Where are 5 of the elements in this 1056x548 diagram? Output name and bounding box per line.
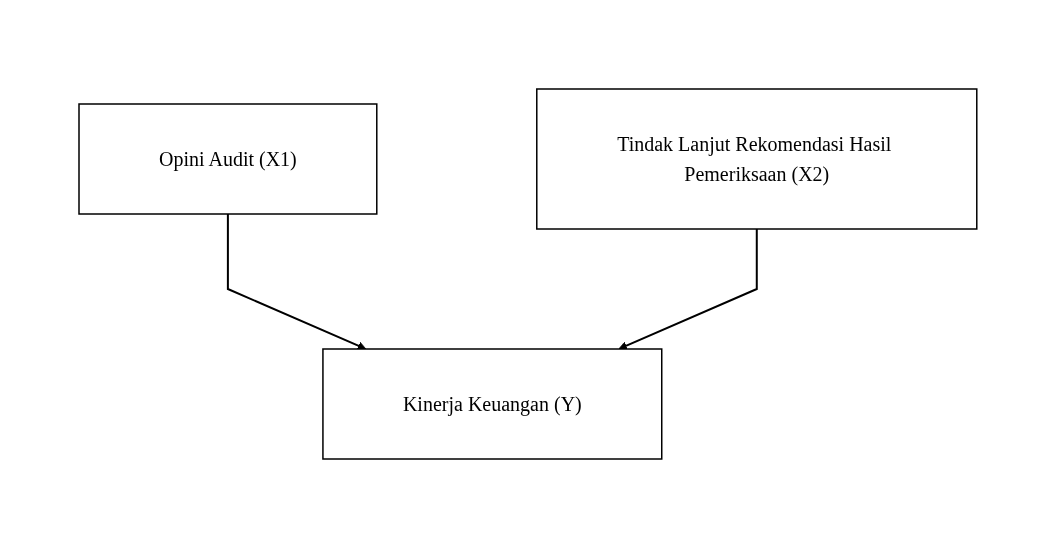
node-box: Tindak Lanjut Rekomendasi Hasil Pemeriksaan (X2) <box>536 88 978 230</box>
node-box: Opini Audit (X1) <box>78 103 378 215</box>
arrow <box>618 228 758 350</box>
node-box: Kinerja Keuangan (Y) <box>322 348 663 460</box>
arrow <box>227 213 367 350</box>
